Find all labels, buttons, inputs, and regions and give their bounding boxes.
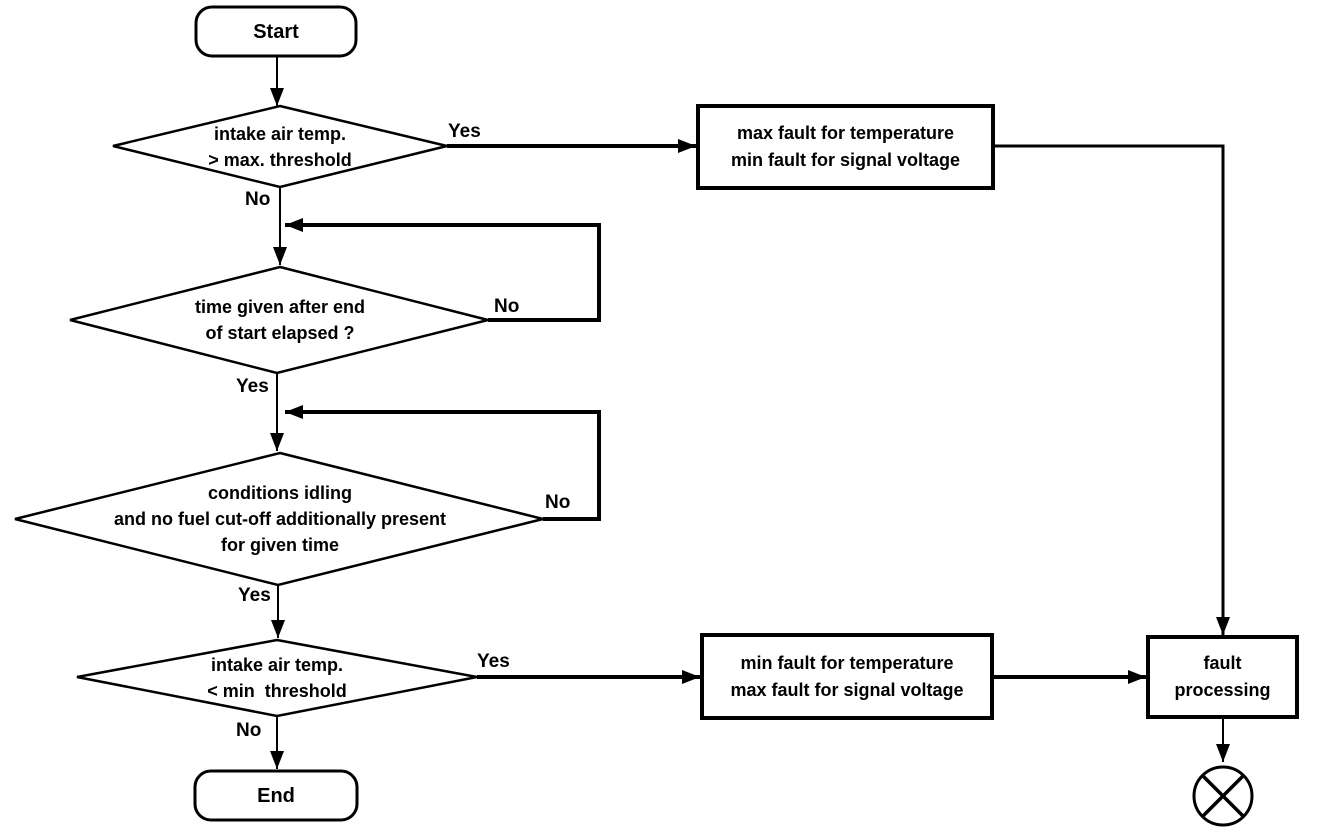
start-terminal-shape — [194, 5, 358, 58]
decision-4-shape — [76, 638, 478, 718]
edge-d2-no-loop — [285, 218, 601, 322]
crossed-circle-connector-icon — [1192, 765, 1254, 827]
process-2-shape — [700, 633, 994, 720]
edge-p1-to-p3 — [993, 144, 1230, 635]
process-1-shape — [696, 104, 995, 190]
decision-3-shape — [14, 451, 544, 587]
process-3-shape — [1146, 635, 1299, 719]
decision-1-shape — [112, 104, 448, 189]
edge-d3-no-loop — [285, 405, 601, 521]
end-terminal-shape — [193, 769, 359, 822]
decision-2-shape — [69, 265, 489, 375]
connector-x-line-2 — [1200, 773, 1246, 819]
